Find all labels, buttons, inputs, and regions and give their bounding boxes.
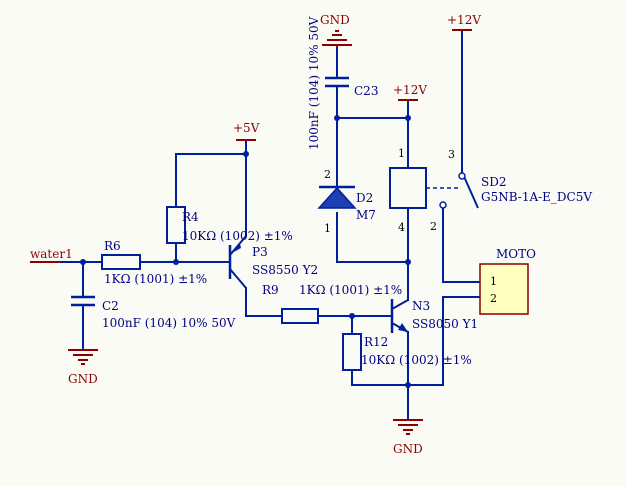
junction-dot — [173, 259, 179, 265]
gnd-symbol-bottom — [393, 419, 423, 435]
r6-value: 1KΩ (1001) ±1% — [104, 272, 207, 286]
sd2-ref: SD2 — [481, 175, 506, 189]
c2-ref: C2 — [102, 299, 119, 313]
n3-arrow — [398, 323, 408, 332]
relay-coil-sd2[interactable] — [389, 167, 427, 209]
wire-r12-bottom — [351, 369, 409, 386]
p3-arrow — [232, 244, 241, 253]
gnd-symbol-left — [68, 349, 98, 365]
junction-dot — [405, 382, 411, 388]
n3-value: SS8050 Y1 — [412, 317, 478, 331]
resistor-r6[interactable] — [101, 254, 141, 270]
resistor-r4[interactable] — [166, 206, 186, 244]
capacitor-c23[interactable] — [325, 76, 349, 102]
resistor-r12[interactable] — [342, 333, 362, 371]
wire-r4-top — [175, 153, 247, 208]
junction-dot — [349, 313, 355, 319]
plus5-label: +5V — [233, 121, 260, 135]
n3-ref: N3 — [412, 299, 430, 313]
moto-ref: MOTO — [496, 247, 536, 261]
switch-contact-top — [458, 172, 466, 180]
r6-ref: R6 — [104, 239, 121, 253]
diode-d2[interactable] — [317, 185, 357, 209]
relay-pin-4: 4 — [398, 221, 405, 234]
r12-value: 10KΩ (1002) ±1% — [361, 353, 472, 367]
r9-value: 1KΩ (1001) ±1% — [299, 283, 402, 297]
r4-value: 10KΩ (1002) ±1% — [182, 229, 293, 243]
connector-moto[interactable] — [479, 263, 529, 315]
junctions — [80, 115, 411, 388]
c2-value: 100nF (104) 10% 50V — [102, 316, 236, 330]
capacitor-c2[interactable] — [71, 295, 95, 317]
r9-ref: R9 — [262, 283, 279, 297]
gnd-bottom-label: GND — [393, 442, 423, 456]
junction-dot — [405, 259, 411, 265]
moto-pin-2: 2 — [490, 292, 497, 305]
p3-ref: P3 — [252, 245, 268, 259]
wire-moto-pin2 — [407, 296, 481, 386]
wire-switch-out — [442, 207, 481, 283]
sd2-value: G5NB-1A-E_DC5V — [481, 190, 592, 204]
switch-pin-2: 2 — [430, 220, 437, 233]
switch-contact-bottom — [439, 201, 447, 209]
junction-dot — [334, 115, 340, 121]
d2-value: M7 — [356, 208, 376, 222]
r12-ref: R12 — [364, 335, 388, 349]
d2-pin-bottom: 1 — [324, 222, 331, 235]
c23-value: 100nF (104) 10% 50V — [307, 16, 321, 150]
transistor-p3[interactable] — [218, 235, 247, 289]
plus12-mid-label: +12V — [393, 83, 427, 97]
junction-dot — [243, 151, 249, 157]
d2-pin-top: 2 — [324, 168, 331, 181]
p3-value: SS8550 Y2 — [252, 263, 318, 277]
c23-ref: C23 — [354, 84, 378, 98]
d2-ref: D2 — [356, 191, 373, 205]
wire-p3-collector — [245, 287, 283, 317]
resistor-r9[interactable] — [281, 308, 319, 324]
gnd-symbol-top — [322, 30, 352, 48]
plus12-right-label: +12V — [447, 13, 481, 27]
junction-dot — [80, 259, 86, 265]
gnd-top-label: GND — [320, 13, 350, 27]
relay-pin-1: 1 — [398, 147, 405, 160]
r4-ref: R4 — [182, 210, 199, 224]
switch-pin-3: 3 — [448, 148, 455, 161]
net-label-water1[interactable]: water1 — [30, 247, 73, 261]
gnd-left-label: GND — [68, 372, 98, 386]
junction-dot — [405, 115, 411, 121]
moto-pin-1: 1 — [490, 275, 497, 288]
